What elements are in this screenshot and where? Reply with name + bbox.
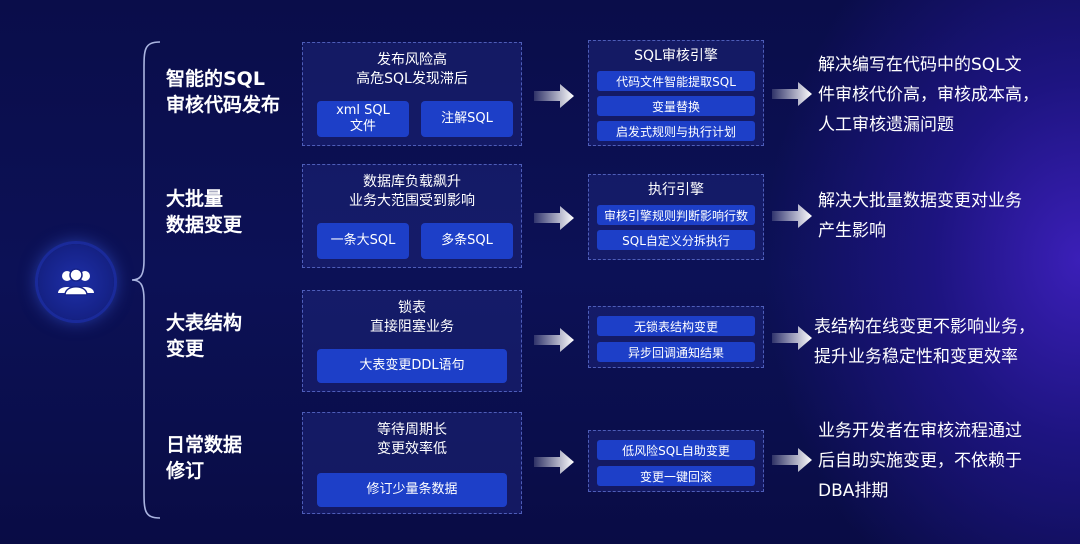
- users-group-icon-circle: [38, 244, 114, 320]
- arrow-right-icon: [772, 326, 812, 350]
- engine-panel-4: 低风险SQL自助变更 变更一键回滚: [588, 430, 764, 492]
- engine-item: 异步回调通知结果: [597, 342, 755, 362]
- engine-panel-2: 执行引擎 审核引擎规则判断影响行数 SQL自定义分拆执行: [588, 174, 764, 260]
- arrow-right-icon: [534, 84, 574, 108]
- engine-item: SQL自定义分拆执行: [597, 230, 755, 250]
- solution-text-1: 解决编写在代码中的SQL文件审核代价高，审核成本高，人工审核遗漏问题: [818, 55, 1039, 135]
- annotation-sql-button[interactable]: 注解SQL: [421, 101, 513, 137]
- solution-text-2: 解决大批量数据变更对业务产生影响: [818, 191, 1022, 241]
- issue-panel-1: 发布风险高高危SQL发现滞后 xml SQL 文件 注解SQL: [302, 42, 522, 146]
- issue-panel-3: 锁表直接阻塞业务 大表变更DDL语句: [302, 290, 522, 392]
- arrow-right-icon: [534, 328, 574, 352]
- engine-item: 代码文件智能提取SQL: [597, 71, 755, 91]
- multiple-sql-button[interactable]: 多条SQL: [421, 223, 513, 259]
- engine-item: 无锁表结构变更: [597, 316, 755, 336]
- issue-text: 锁表直接阻塞业务: [370, 300, 454, 335]
- row-label-bulk-change: 大批量数据变更: [166, 188, 243, 236]
- engine-item: 低风险SQL自助变更: [597, 440, 755, 460]
- row-label-large-table: 大表结构变更: [166, 312, 243, 360]
- arrow-right-icon: [772, 82, 812, 106]
- single-large-sql-button[interactable]: 一条大SQL: [317, 223, 409, 259]
- engine-item: 变更一键回滚: [597, 466, 755, 486]
- engine-item: 审核引擎规则判断影响行数: [597, 205, 755, 225]
- issue-text: 等待周期长变更效率低: [377, 422, 447, 457]
- fix-small-data-button[interactable]: 修订少量条数据: [317, 473, 507, 507]
- engine-item: 变量替换: [597, 96, 755, 116]
- large-table-ddl-button[interactable]: 大表变更DDL语句: [317, 349, 507, 383]
- engine-panel-1: SQL审核引擎 代码文件智能提取SQL 变量替换 启发式规则与执行计划: [588, 40, 764, 146]
- arrow-right-icon: [534, 450, 574, 474]
- issue-text: 发布风险高高危SQL发现滞后: [356, 52, 468, 87]
- issue-panel-2: 数据库负载飙升业务大范围受到影响 一条大SQL 多条SQL: [302, 164, 522, 268]
- engine-item: 启发式规则与执行计划: [597, 121, 755, 141]
- row-label-daily-fix: 日常数据修订: [166, 434, 243, 482]
- arrow-right-icon: [772, 448, 812, 472]
- issue-panel-4: 等待周期长变更效率低 修订少量条数据: [302, 412, 522, 514]
- engine-title: 执行引擎: [648, 182, 704, 198]
- grouping-brace: [131, 41, 161, 519]
- arrow-right-icon: [534, 206, 574, 230]
- engine-title: SQL审核引擎: [634, 48, 718, 64]
- issue-text: 数据库负载飙升业务大范围受到影响: [349, 174, 475, 209]
- engine-panel-3: 无锁表结构变更 异步回调通知结果: [588, 306, 764, 368]
- solution-text-3: 表结构在线变更不影响业务，提升业务稳定性和变更效率: [814, 317, 1035, 367]
- arrow-right-icon: [772, 204, 812, 228]
- xml-sql-file-button[interactable]: xml SQL 文件: [317, 101, 409, 137]
- users-group-icon: [58, 268, 94, 296]
